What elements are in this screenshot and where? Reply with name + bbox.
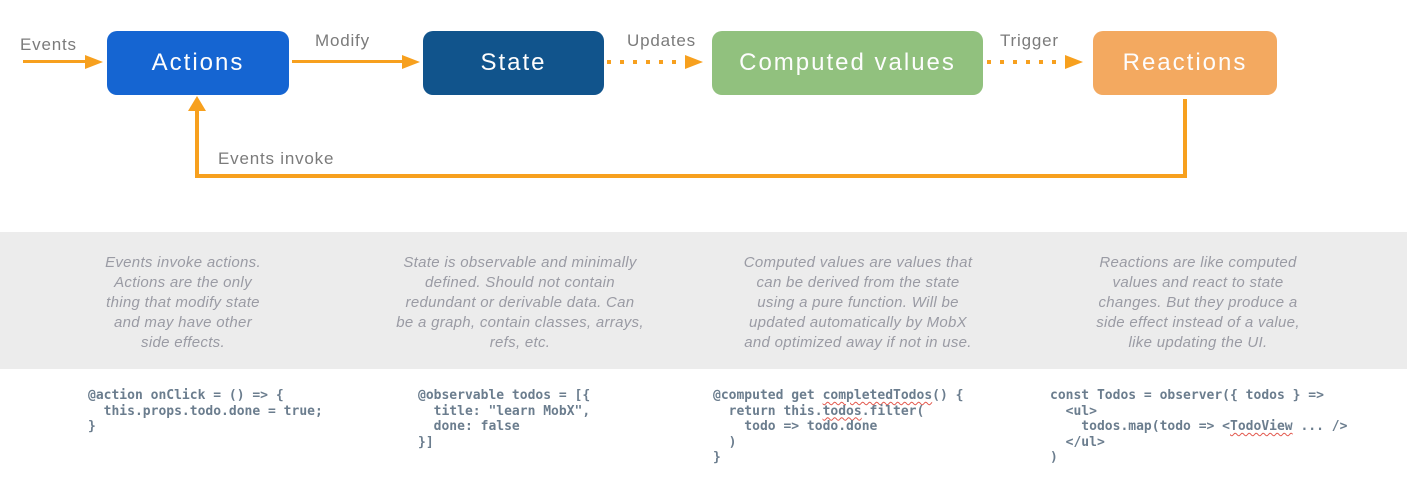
code-sample-observer: const Todos = observer({ todos } => <ul>… bbox=[1050, 388, 1348, 465]
feedback-line-horizontal bbox=[195, 174, 1187, 178]
arrow-modify-line bbox=[292, 60, 402, 63]
code-sample-action: @action onClick = () => { this.props.tod… bbox=[88, 388, 323, 434]
edge-label-modify: Modify bbox=[315, 31, 370, 50]
arrow-events-head-icon bbox=[85, 55, 103, 69]
edge-label-events: Events bbox=[20, 35, 77, 54]
description-reactions: Reactions are like computed values and r… bbox=[1096, 254, 1300, 351]
feedback-line-up bbox=[195, 111, 199, 178]
node-reactions: Reactions bbox=[1093, 31, 1277, 95]
description-state: State is observable and minimally define… bbox=[396, 254, 644, 351]
feedback-arrowhead-icon bbox=[188, 96, 206, 111]
node-computed-values: Computed values bbox=[712, 31, 983, 95]
arrow-events-line bbox=[23, 60, 85, 63]
code-sample-observable: @observable todos = [{ title: "learn Mob… bbox=[418, 388, 591, 450]
edge-label-updates: Updates bbox=[627, 31, 696, 50]
description-band bbox=[0, 232, 1407, 369]
arrow-updates-head-icon bbox=[685, 55, 703, 69]
edge-label-events-invoke: Events invoke bbox=[218, 149, 335, 168]
description-computed-values: Computed values are values that can be d… bbox=[743, 254, 973, 351]
node-actions: Actions bbox=[107, 31, 289, 95]
description-actions: Events invoke actions. Actions are the o… bbox=[105, 254, 261, 351]
code-sample-computed: @computed get completedTodos() { return … bbox=[713, 388, 964, 465]
edge-label-trigger: Trigger bbox=[1000, 31, 1059, 50]
arrow-modify-head-icon bbox=[402, 55, 420, 69]
arrow-trigger-dotted-line bbox=[987, 60, 1065, 64]
arrow-updates-dotted-line bbox=[607, 60, 685, 64]
feedback-line-down bbox=[1183, 99, 1187, 178]
arrow-trigger-head-icon bbox=[1065, 55, 1083, 69]
node-state: State bbox=[423, 31, 604, 95]
